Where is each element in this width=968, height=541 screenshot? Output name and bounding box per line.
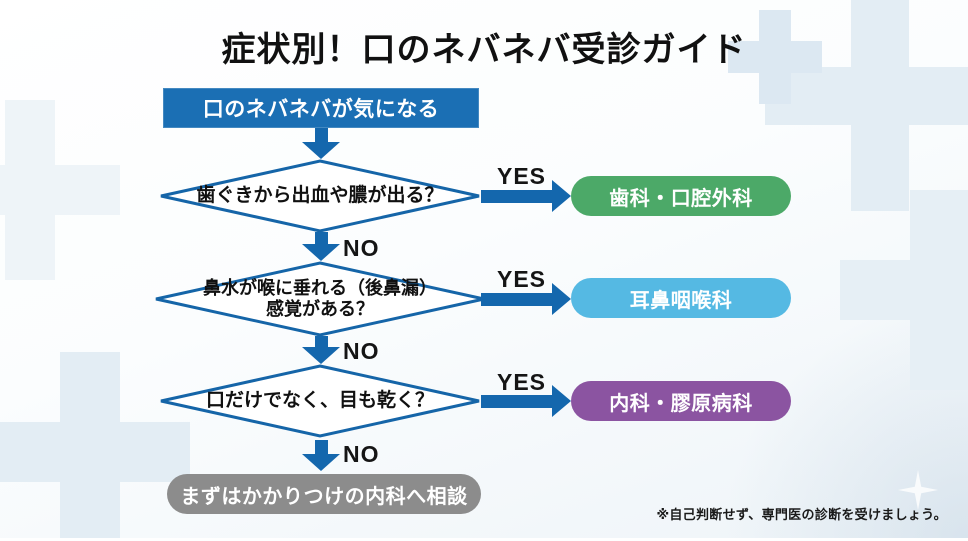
result-label: 内科・膠原病科	[609, 392, 753, 415]
diamond-shape	[155, 261, 485, 337]
question-diamond-3: 口だけでなく、目も乾く？	[158, 364, 482, 438]
arrow-down-icon	[302, 232, 340, 261]
arrow-down-icon	[302, 440, 340, 471]
bg-cross-icon	[0, 100, 120, 280]
result-node-dental: 歯科・口腔外科	[571, 176, 791, 216]
diamond-shape	[160, 159, 480, 233]
result-node-ent: 耳鼻咽喉科	[571, 278, 791, 318]
diamond-shape	[160, 364, 480, 438]
arrow-right-icon	[481, 283, 571, 315]
bg-cross-icon	[765, 0, 968, 211]
result-node-internal: 内科・膠原病科	[571, 381, 791, 421]
fallback-label: まずはかかりつけの内科へ相談	[180, 485, 468, 508]
yes-label: YES	[497, 163, 547, 189]
question-diamond-2: 鼻水が喉に垂れる（後鼻漏） 感覚がある？	[153, 261, 487, 337]
start-node: 口のネバネバが気になる	[163, 88, 479, 128]
question-text: 口だけでなく、目も乾く？	[205, 390, 434, 412]
bg-cross-icon	[0, 352, 190, 541]
question-text-line1: 鼻水が喉に垂れる（後鼻漏）	[203, 278, 437, 299]
no-label: NO	[343, 235, 380, 261]
question-diamond-1: 歯ぐきから出血や膿が出る？	[158, 159, 482, 233]
yes-label: YES	[497, 369, 547, 395]
bg-cross-icon	[840, 190, 968, 390]
result-label: 歯科・口腔外科	[609, 187, 753, 210]
arrow-right-icon	[481, 385, 571, 417]
result-label: 耳鼻咽喉科	[629, 289, 733, 312]
no-label: NO	[343, 338, 380, 364]
start-node-label: 口のネバネバが気になる	[202, 98, 440, 121]
arrow-down-icon	[302, 128, 340, 159]
question-text-line2: 感覚がある？	[266, 299, 374, 319]
arrow-right-icon	[481, 180, 571, 212]
bg-cross-icon	[728, 10, 822, 104]
arrow-down-icon	[302, 336, 340, 364]
footnote: ※自己判断せず、専門医の診断を受けましょう。	[656, 507, 947, 522]
fallback-node: まずはかかりつけの内科へ相談	[167, 474, 481, 514]
page-title: 症状別！口のネバネバ受診ガイド	[221, 31, 747, 69]
yes-label: YES	[497, 266, 547, 292]
bottom-strip	[0, 538, 968, 541]
no-label: NO	[343, 441, 380, 467]
question-text: 歯ぐきから出血や膿が出る？	[196, 185, 444, 207]
